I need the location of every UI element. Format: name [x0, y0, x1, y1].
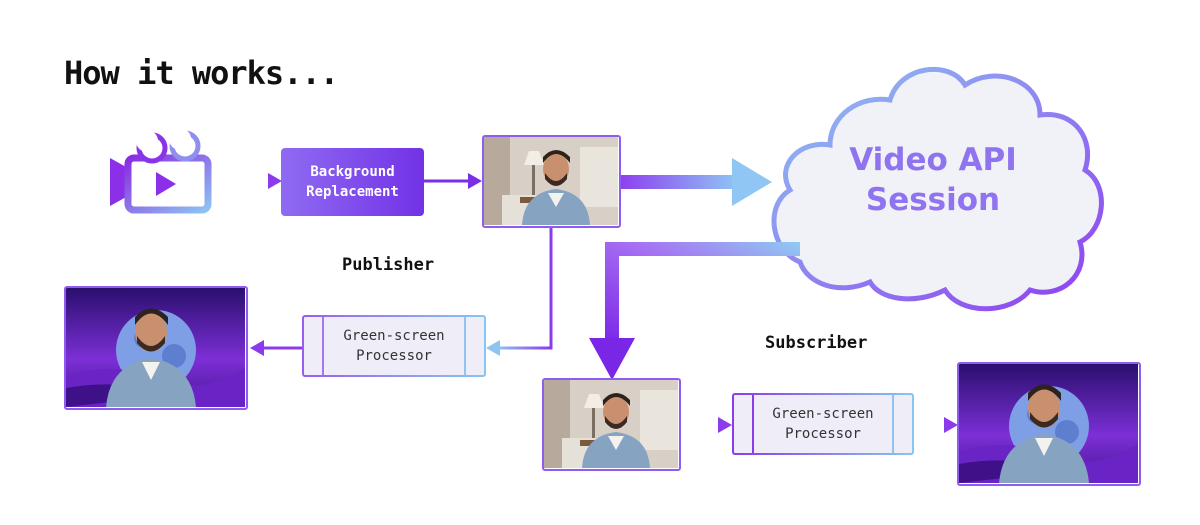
arrow-cloud-to-subscriber: [589, 242, 800, 380]
processor-right-bar: [892, 395, 894, 453]
person-room-image: [544, 380, 678, 468]
publisher-output-video: [64, 286, 248, 410]
subscriber-label: Subscriber: [765, 333, 868, 353]
subscriber-raw-video: [542, 378, 681, 471]
arrow-camera-to-bg: [210, 173, 282, 189]
processor-line1: Green-screen: [772, 406, 874, 422]
bg-line1: Background: [310, 164, 395, 180]
person-space-background-image: [66, 288, 245, 407]
arrow-processor-to-right-output: [914, 417, 958, 433]
video-api-session-cloud: [771, 67, 1104, 312]
processor-line1: Green-screen: [343, 328, 445, 344]
person-space-background-image: [959, 364, 1138, 483]
publisher-processor-box: Green-screen Processor: [302, 315, 486, 377]
processor-left-bar: [752, 395, 754, 453]
cloud-label: Video API Session: [818, 140, 1048, 220]
arrow-processor-to-output: [250, 340, 302, 356]
processor-left-bar: [322, 317, 324, 375]
person-room-image: [484, 137, 618, 225]
processor-line2: Processor: [785, 426, 861, 442]
arrow-bg-to-photo: [424, 173, 482, 189]
subscriber-output-video: [957, 362, 1141, 486]
arrow-photo-to-cloud: [620, 158, 772, 206]
cloud-line1: Video API: [849, 142, 1017, 178]
page-title: How it works...: [64, 54, 339, 92]
publisher-label: Publisher: [342, 255, 435, 275]
processor-right-bar: [464, 317, 466, 375]
arrow-subscriber-to-processor: [680, 417, 732, 433]
processor-line2: Processor: [356, 348, 432, 364]
background-replacement-box: Background Replacement: [281, 148, 424, 216]
arrow-publisher-to-processor: [486, 228, 553, 356]
subscriber-processor-box: Green-screen Processor: [732, 393, 914, 455]
publisher-raw-video: [482, 135, 621, 228]
cloud-line2: Session: [865, 182, 1001, 218]
bg-line2: Replacement: [306, 184, 399, 200]
video-camera-icon: [110, 128, 212, 214]
